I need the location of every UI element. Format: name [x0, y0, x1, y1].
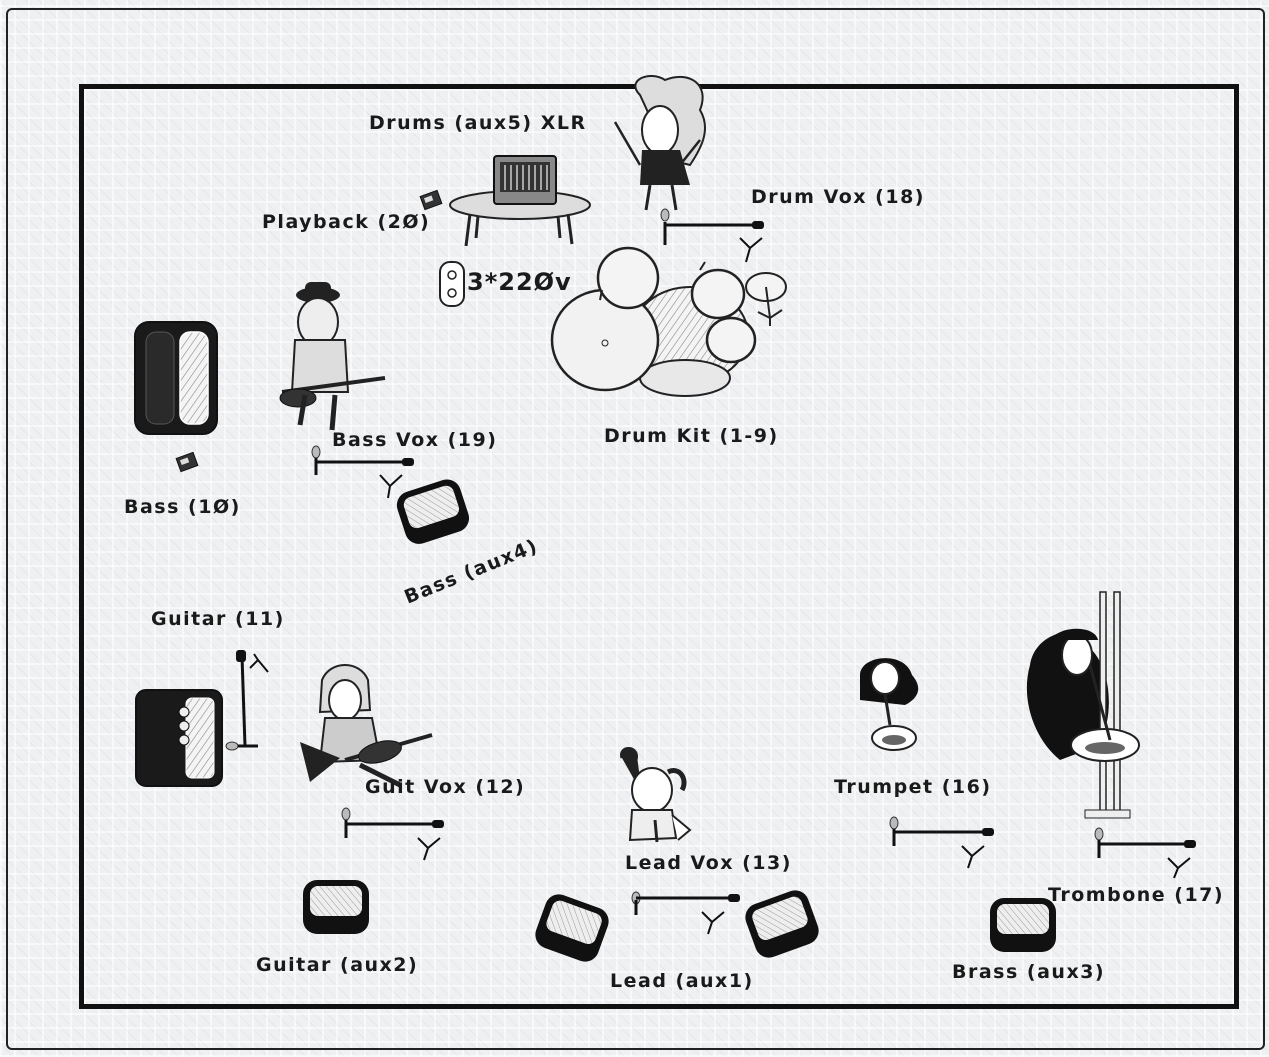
bass-amp-icon — [134, 321, 218, 435]
lead-monitor-left-icon — [535, 894, 609, 962]
guit-vox-mic-icon — [341, 807, 444, 861]
drummer-figure-icon — [613, 75, 706, 211]
guitar-monitor-icon — [303, 880, 369, 934]
bass-monitor-icon — [396, 479, 470, 544]
brass-monitor-label: Brass (aux3) — [952, 961, 1106, 983]
mixer-icon — [493, 155, 557, 205]
lead-monitor-label: Lead (aux1) — [610, 970, 754, 992]
drum-kit-label: Drum Kit (1-9) — [604, 425, 779, 447]
power-outlet-icon — [439, 261, 465, 307]
trombone-label: Trombone (17) — [1048, 884, 1225, 906]
guitar-amp-icon — [135, 689, 223, 787]
lead-vox-label: Lead Vox (13) — [625, 852, 792, 874]
playback-di-icon — [419, 189, 443, 211]
bass-di-icon — [175, 451, 199, 473]
drum-vox-label: Drum Vox (18) — [751, 186, 925, 208]
trumpet-mic-icon — [889, 816, 994, 869]
brass-monitor-icon — [990, 898, 1056, 952]
bass-di-label: Bass (1Ø) — [124, 496, 241, 518]
page-frame — [6, 8, 1265, 1050]
trombone-mic-icon — [1094, 827, 1196, 879]
playback-label: Playback (2Ø) — [262, 211, 431, 233]
bass-vox-label: Bass Vox (19) — [332, 429, 498, 451]
trumpet-label: Trumpet (16) — [834, 776, 992, 798]
guitar-amp-mic-icon — [225, 650, 269, 751]
drum-kit-icon — [550, 246, 787, 397]
guit-vox-label: Guit Vox (12) — [365, 776, 526, 798]
drums-aux-label: Drums (aux5) XLR — [369, 112, 587, 134]
drum-vox-mic-icon — [660, 208, 764, 263]
lead-monitor-right-icon — [745, 890, 819, 958]
guitar-monitor-label: Guitar (aux2) — [256, 954, 419, 976]
guitarist-figure-icon — [300, 664, 433, 788]
bass-vox-mic-icon — [311, 445, 414, 499]
power-label: 3*22Øv — [467, 268, 572, 296]
lead-vox-mic-icon — [631, 891, 740, 935]
trumpet-player-figure-icon — [860, 658, 919, 751]
lead-singer-figure-icon — [620, 747, 692, 843]
guitar-label: Guitar (11) — [151, 608, 285, 630]
bassist-figure-icon — [279, 282, 386, 431]
trombone-player-figure-icon — [1026, 591, 1140, 819]
